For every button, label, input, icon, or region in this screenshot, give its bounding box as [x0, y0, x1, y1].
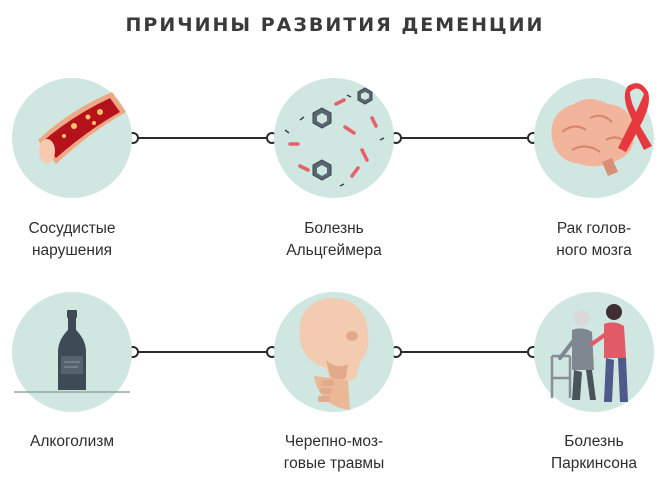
page-title: ПРИЧИНЫ РАЗВИТИЯ ДЕМЕНЦИИ	[125, 14, 545, 36]
cause-label-brain-injury: Черепно-моз- говые травмы	[283, 433, 385, 472]
skull-injury-icon	[274, 292, 394, 412]
brain-ribbon-icon	[534, 78, 654, 198]
cause-label-vascular: Сосудистые нарушения	[28, 220, 116, 259]
cause-label-parkinson: Болезнь Паркинсона	[550, 433, 638, 472]
virus-bacteria-icon	[274, 78, 394, 198]
blood-vessel-icon	[12, 78, 132, 198]
cause-label-alcoholism: Алкоголизм	[29, 433, 115, 450]
bottle-icon	[12, 292, 132, 412]
cause-label-brain-cancer: Рак голов- ного мозга	[556, 220, 632, 259]
elderly-care-icon	[534, 292, 654, 412]
cause-label-alzheimer: Болезнь Альцгеймера	[286, 220, 382, 259]
